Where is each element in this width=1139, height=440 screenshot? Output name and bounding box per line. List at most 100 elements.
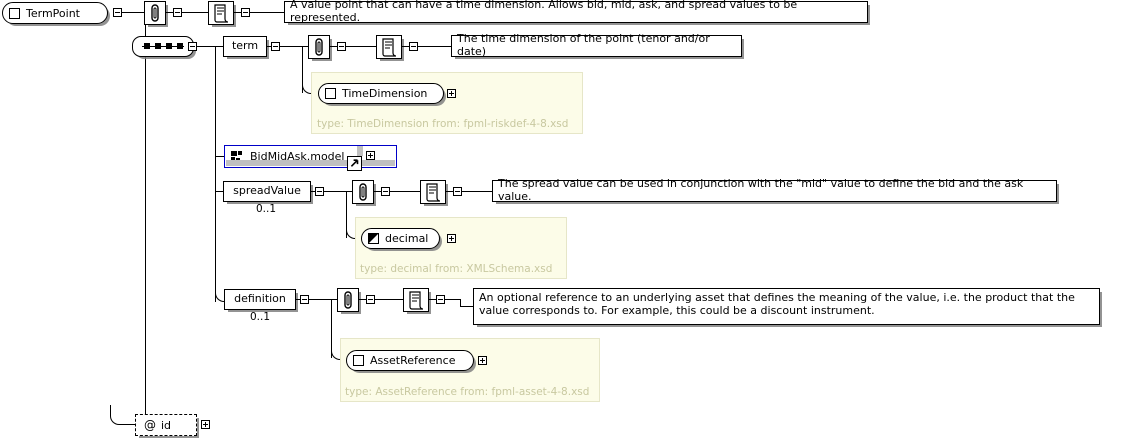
type-caption-timedimension: type: TimeDimension from: fpml-riskdef-4… <box>317 118 569 130</box>
sequence-dots <box>142 42 184 51</box>
documentation-text-spreadvalue: The spread value can be used in conjunct… <box>492 177 1057 203</box>
connector-doc-icon-toggle-term <box>402 46 409 47</box>
type-node-timedimension-label: TimeDimension <box>342 87 428 100</box>
connector-subbus-to-annotation-spreadvalue <box>346 191 352 192</box>
type-node-decimal[interactable]: decimal <box>361 228 440 249</box>
connector-spreadvalue-subbus <box>346 191 347 238</box>
element-definition-label: definition <box>234 292 286 306</box>
connector-elbow-term-type <box>302 84 311 94</box>
type-node-decimal-label: decimal <box>385 232 429 245</box>
documentation-icon-spreadvalue[interactable] <box>420 180 446 204</box>
connector-definition-toggle-out <box>309 299 331 300</box>
element-spreadvalue-toggle[interactable] <box>315 187 324 196</box>
connector-doc-icon-to-toggle-root <box>234 12 241 13</box>
type-node-timedimension[interactable]: TimeDimension <box>318 83 444 104</box>
documentation-term-toggle[interactable] <box>409 42 418 51</box>
element-spreadvalue[interactable]: spreadValue <box>223 181 311 202</box>
connector-term-toggle-out <box>280 46 302 47</box>
connector-root-trunk-vertical <box>145 12 146 415</box>
element-definition[interactable]: definition <box>224 289 296 310</box>
attribute-id[interactable]: @ id <box>135 414 197 436</box>
model-group-ref-expand[interactable] <box>366 151 375 160</box>
connector-bus-to-spreadvalue <box>215 191 223 192</box>
type-container-timedimension <box>311 72 583 134</box>
element-term[interactable]: term <box>223 36 267 57</box>
sequence-node-icon[interactable] <box>132 36 194 57</box>
connector-bus-to-bidmidask <box>215 156 224 157</box>
connector-children-bus <box>215 46 216 302</box>
connector-toggle-elbow-definition <box>445 299 460 300</box>
connector-annotation-toggle-spreadvalue <box>374 191 381 192</box>
connector-toggle-to-text-term <box>418 46 451 47</box>
sequence-collapse-toggle[interactable] <box>188 42 197 51</box>
root-element-label: TermPoint <box>26 6 80 20</box>
type-node-assetreference-expand[interactable] <box>478 356 487 365</box>
connector-annotation-toggle-term <box>330 46 337 47</box>
element-term-toggle[interactable] <box>271 42 280 51</box>
connector-attribute-stub <box>110 405 111 415</box>
connector-elbow-bus-to-definition <box>215 290 224 302</box>
model-group-ref-label: BidMidAsk.model <box>250 150 345 163</box>
documentation-text-root: A value point that can have a time dimen… <box>284 0 868 24</box>
connector-annotation-toggle-definition <box>359 299 366 300</box>
connector-toggle-to-text-spreadvalue <box>462 191 492 192</box>
external-link-arrow-icon[interactable] <box>347 156 362 171</box>
simple-type-icon <box>368 233 379 244</box>
element-term-label: term <box>231 39 259 53</box>
documentation-icon-definition[interactable] <box>403 288 429 312</box>
documentation-text-term: The time dimension of the point (tenor a… <box>451 32 742 58</box>
root-element-termpoint[interactable]: TermPoint <box>2 2 108 24</box>
annotation-term-toggle[interactable] <box>337 42 346 51</box>
connector-doc-icon-toggle-spreadvalue <box>446 191 453 192</box>
connector-spreadvalue-toggle-in <box>311 191 315 192</box>
annotation-icon-definition[interactable] <box>337 288 359 312</box>
documentation-icon-root[interactable] <box>208 1 234 25</box>
connector-annotation-to-doc-term <box>346 46 376 47</box>
element-square-icon <box>353 355 364 366</box>
connector-elbow-spreadvalue-type <box>346 229 355 239</box>
element-square-icon <box>325 88 336 99</box>
multiplicity-definition: 0..1 <box>250 311 271 323</box>
attribute-id-expand[interactable] <box>201 420 210 429</box>
annotation-spreadvalue-toggle[interactable] <box>381 187 390 196</box>
connector-subbus-to-annotation-definition <box>331 299 337 300</box>
connector-toggle-elbow-definition-v <box>460 299 461 306</box>
connector-sequence-to-branchbus <box>197 46 215 47</box>
connector-annotation-to-doc-spreadvalue <box>390 191 420 192</box>
connector-root-to-trunk <box>122 12 145 13</box>
connector-annotation-to-doc-root <box>166 12 173 13</box>
model-group-ribbon <box>226 160 395 166</box>
model-group-tab <box>357 146 363 156</box>
annotation-icon-root[interactable] <box>144 1 166 25</box>
element-definition-toggle[interactable] <box>300 295 309 304</box>
element-square-icon <box>9 7 20 19</box>
annotation-root-toggle[interactable] <box>173 8 182 17</box>
annotation-definition-toggle[interactable] <box>366 295 375 304</box>
annotation-icon-term[interactable] <box>308 35 330 59</box>
documentation-icon-term[interactable] <box>376 35 402 59</box>
connector-elbow-definition-type <box>331 350 340 360</box>
type-node-assetreference[interactable]: AssetReference <box>346 350 474 371</box>
documentation-spreadvalue-toggle[interactable] <box>453 187 462 196</box>
connector-definition-toggle-in <box>296 299 300 300</box>
annotation-icon-spreadvalue[interactable] <box>352 180 374 204</box>
connector-term-to-sub <box>267 46 271 47</box>
connector-doc-icon-toggle-definition <box>429 299 436 300</box>
documentation-root-toggle[interactable] <box>241 8 250 17</box>
connector-annotation-to-doc-definition <box>375 299 403 300</box>
type-caption-decimal: type: decimal from: XMLSchema.xsd <box>360 263 553 275</box>
type-node-decimal-expand[interactable] <box>447 234 456 243</box>
connector-definition-subbus <box>331 299 332 358</box>
attribute-id-label: id <box>161 418 172 432</box>
connector-spreadvalue-toggle-out <box>324 191 346 192</box>
type-node-timedimension-expand[interactable] <box>447 89 456 98</box>
connector-elbow-trunk-to-attribute <box>110 415 135 425</box>
multiplicity-spreadvalue: 0..1 <box>256 203 277 215</box>
connector-subbus-to-annotation-term <box>302 46 308 47</box>
connector-term-subbus <box>302 46 303 93</box>
connector-toggle-to-text-root <box>250 12 284 13</box>
documentation-text-definition: An optional reference to an underlying a… <box>473 288 1100 325</box>
element-spreadvalue-label: spreadValue <box>233 184 301 198</box>
documentation-definition-toggle[interactable] <box>436 295 445 304</box>
root-collapse-toggle[interactable] <box>113 8 122 17</box>
